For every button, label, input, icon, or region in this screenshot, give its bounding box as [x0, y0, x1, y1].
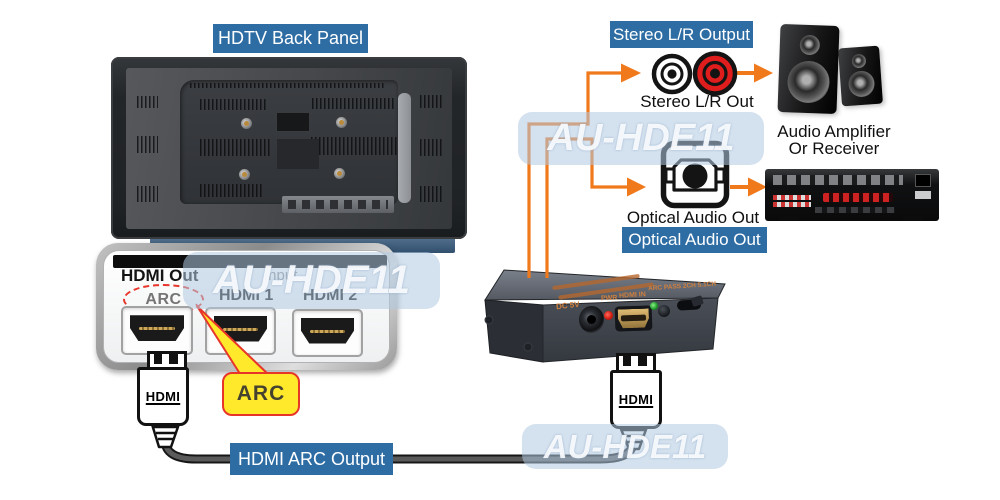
tweeter [799, 34, 821, 56]
amplifier-caption: Audio Amplifier Or Receiver [770, 123, 898, 157]
receiver-jacks [773, 195, 811, 200]
hdmi-port-contacts [223, 327, 258, 331]
stereo-signal-path [527, 71, 629, 278]
hdtv-back-panel-badge: HDTV Back Panel [213, 24, 368, 53]
woofer [847, 70, 876, 98]
tv-vent [312, 98, 396, 109]
hdmi-plug-label: HDMI [145, 389, 181, 404]
hdmi-plug-left: HDMI [137, 367, 189, 426]
tv-vent [200, 184, 262, 197]
tv-vent [420, 95, 444, 108]
hdmi-port-contacts [310, 329, 345, 333]
amplifier-caption-line1: Audio Amplifier [777, 122, 891, 141]
receiver-jacks [773, 202, 811, 207]
receiver-slots [815, 207, 895, 213]
receiver-foot [903, 215, 923, 221]
receiver-label [915, 191, 931, 199]
watermark: AU-HDE11 [183, 252, 440, 309]
top-print-text [558, 282, 654, 300]
power-inlet [915, 174, 931, 187]
tv-vent [137, 136, 158, 153]
hdmi-out-label: HDMI Out [121, 266, 199, 285]
watermark: AU-HDE11 [518, 112, 764, 165]
tv-vent [200, 99, 266, 110]
optical-audio-out-badge: Optical Audio Out [622, 227, 767, 253]
rca-white-connector [651, 53, 693, 95]
stereo-lr-output-badge: Stereo L/R Output [610, 21, 753, 48]
arc-callout-label: ARC [236, 382, 286, 405]
hdmi-in-label: HDMI IN [618, 291, 647, 300]
vesa-screw [241, 118, 252, 129]
speaker-small [838, 45, 883, 107]
speaker-large [777, 23, 840, 115]
tv-vent [420, 139, 444, 156]
tv-vent [137, 96, 158, 108]
optical-audio-out-caption: Optical Audio Out [626, 208, 760, 227]
amplifier-caption-line2: Or Receiver [788, 139, 880, 158]
speaker-terminals [823, 193, 893, 202]
hdmi-arc-output-label: HDMI ARC Output [237, 448, 386, 469]
woofer [786, 60, 831, 104]
hdmi-arc-output-badge: HDMI ARC Output [230, 443, 393, 475]
watermark: AU-HDE11 [522, 424, 728, 469]
pwr-label: PWR [600, 294, 618, 303]
rca-red-connector [692, 51, 738, 96]
hdmi-plug-label: HDMI [618, 392, 654, 407]
tv-mount-rail [398, 93, 411, 203]
vesa-screw [239, 169, 250, 180]
arrow-tails [730, 71, 756, 189]
optical-toslink-icon [660, 140, 730, 209]
dc-power-jack [579, 306, 604, 333]
arc-callout: ARC [222, 372, 300, 416]
vesa-screw [334, 168, 345, 179]
hdtv-back-panel-label: HDTV Back Panel [217, 28, 364, 48]
av-receiver [765, 169, 939, 221]
mode-button [658, 305, 670, 317]
arc-port-label: ARC [145, 290, 182, 308]
power-led [604, 311, 613, 320]
signal-arrowheads [621, 63, 773, 197]
hdmi-plug-right: HDMI [610, 370, 662, 429]
top-print-text [552, 274, 640, 290]
case-screw [523, 342, 533, 352]
tv-vent [137, 186, 158, 202]
status-led [650, 302, 658, 310]
tv-vent [311, 137, 398, 155]
receiver-foot [779, 215, 799, 221]
arc-pointer-wedge [196, 305, 272, 378]
tweeter [851, 53, 867, 69]
tv-module-box [277, 139, 319, 169]
tv-vent [420, 186, 444, 202]
tv-vent [190, 83, 386, 88]
stereo-lr-output-label: Stereo L/R Output [612, 24, 751, 44]
vesa-screw [336, 117, 347, 128]
optical-audio-out-badge-label: Optical Audio Out [628, 230, 761, 249]
extractor-hdmi-in-port [614, 305, 653, 332]
tv-connector-strip [282, 196, 394, 213]
stereo-lr-out-caption: Stereo L/R Out [640, 92, 754, 111]
tv-label-sticker [276, 112, 310, 132]
hdmi-port-contacts [139, 327, 175, 331]
hdmi2-port [292, 309, 363, 357]
tv-vent [200, 139, 270, 156]
mode-switch [676, 295, 704, 311]
receiver-ports-row [773, 175, 903, 185]
case-screw [484, 315, 494, 325]
